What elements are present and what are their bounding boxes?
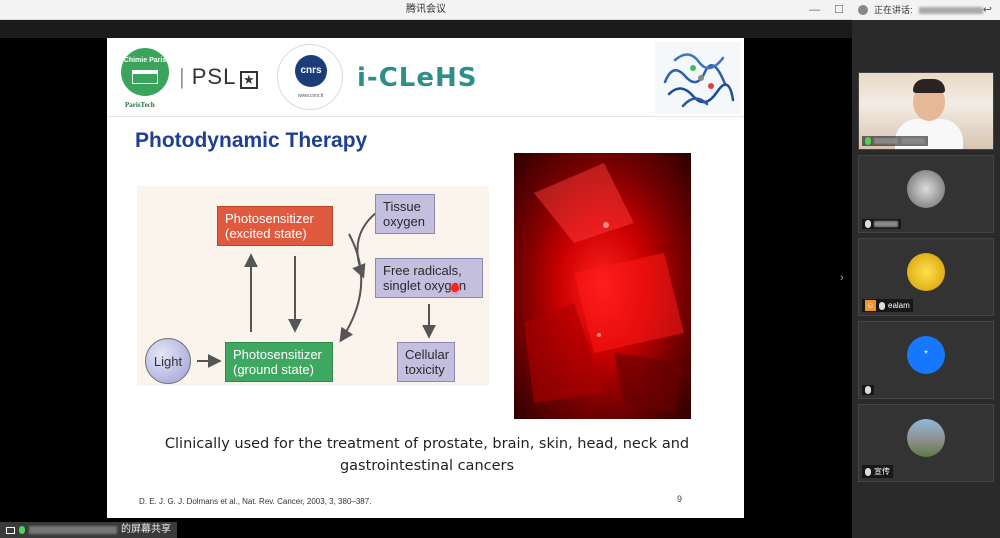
collapse-panel-arrow-icon[interactable]: ›: [840, 272, 844, 284]
speaker-avatar-icon: [858, 5, 868, 15]
monitor-icon: [6, 526, 15, 534]
participant-tile[interactable]: [858, 72, 994, 150]
stage-top-strip: [0, 20, 852, 38]
speaker-name-redacted: [918, 6, 983, 14]
participant-tile[interactable]: ☺ealam: [858, 238, 994, 316]
participant-name: [862, 219, 901, 229]
arrow-transfer: [339, 233, 363, 343]
mic-icon: [865, 386, 871, 394]
participant-tile[interactable]: [858, 155, 994, 233]
free-radicals-box: Free radicals, singlet oxygen: [375, 258, 483, 298]
participants-panel: 正在讲话: ↩ ☺ealam * 宣传: [852, 0, 1000, 538]
laser-pointer-dot: [451, 284, 459, 292]
sunflower-avatar: [907, 253, 945, 291]
slide-title: Photodynamic Therapy: [135, 129, 368, 152]
mic-icon: [879, 301, 885, 310]
speaking-label: 正在讲话:: [874, 5, 913, 15]
building-icon: [132, 70, 158, 84]
header-divider: [107, 116, 744, 117]
paristech-label: ParisTech: [125, 101, 155, 109]
slide-reference: D. E. J. G. J. Dolmans et al., Nat. Rev.…: [139, 497, 372, 506]
minimize-icon[interactable]: —: [809, 4, 821, 16]
red-photo-texture: [524, 163, 684, 413]
participant-name: 宣传: [862, 465, 893, 478]
tissue-oxygen-box: Tissue oxygen: [375, 194, 435, 234]
mic-icon: [865, 137, 871, 145]
cnrs-logo: cnrs www.cnrs.fr: [277, 44, 343, 110]
star-icon: ★: [240, 71, 259, 89]
speaking-header: 正在讲话: ↩: [852, 0, 1000, 20]
ground-state-box: Photosensitizer (ground state): [225, 342, 333, 382]
protein-structure-image: [655, 42, 741, 114]
iclehs-logo: i-CLeHS: [357, 63, 478, 93]
participant-name: [862, 385, 874, 395]
slide-page-number: 9: [677, 494, 683, 504]
chimie-paris-logo: Chimie Paris: [121, 48, 169, 96]
landscape-avatar: [907, 419, 945, 457]
mic-icon: [19, 526, 25, 534]
initial-avatar: *: [907, 336, 945, 374]
diagram-arrows: [197, 211, 436, 368]
excited-state-box: Photosensitizer (excited state): [217, 206, 333, 246]
maximize-icon[interactable]: ☐: [834, 4, 844, 16]
screen-share-indicator: 的屏幕共享: [0, 522, 177, 538]
mic-icon: [865, 467, 871, 476]
slide-caption: Clinically used for the treatment of pro…: [164, 436, 690, 474]
participant-name: [862, 136, 928, 146]
window-title: 腾讯会议: [406, 4, 446, 15]
window-title-bar: 腾讯会议 — ☐: [0, 0, 852, 20]
cellular-toxicity-box: Cellular toxicity: [397, 342, 455, 382]
host-badge-icon: ☺: [865, 300, 876, 311]
light-circle: Light: [145, 338, 191, 384]
presentation-slide: Chimie Paris ParisTech |PSL★ cnrs www.cn…: [107, 38, 744, 518]
window-controls: — ☐: [809, 0, 844, 20]
psl-logo: |PSL★: [179, 64, 259, 90]
back-icon[interactable]: ↩: [982, 4, 992, 16]
presenter-name-redacted: [29, 526, 117, 534]
participant-tile[interactable]: 宣传: [858, 404, 994, 482]
arrow-oxygen: [352, 211, 378, 279]
participant-tile[interactable]: *: [858, 321, 994, 399]
share-bar-label: 的屏幕共享: [121, 524, 171, 535]
avatar: [907, 170, 945, 208]
mic-icon: [865, 220, 871, 228]
pdt-red-light-photo: [514, 153, 691, 419]
pdt-mechanism-diagram: Photosensitizer (excited state) Photosen…: [137, 186, 489, 386]
participant-name: ☺ealam: [862, 299, 913, 312]
